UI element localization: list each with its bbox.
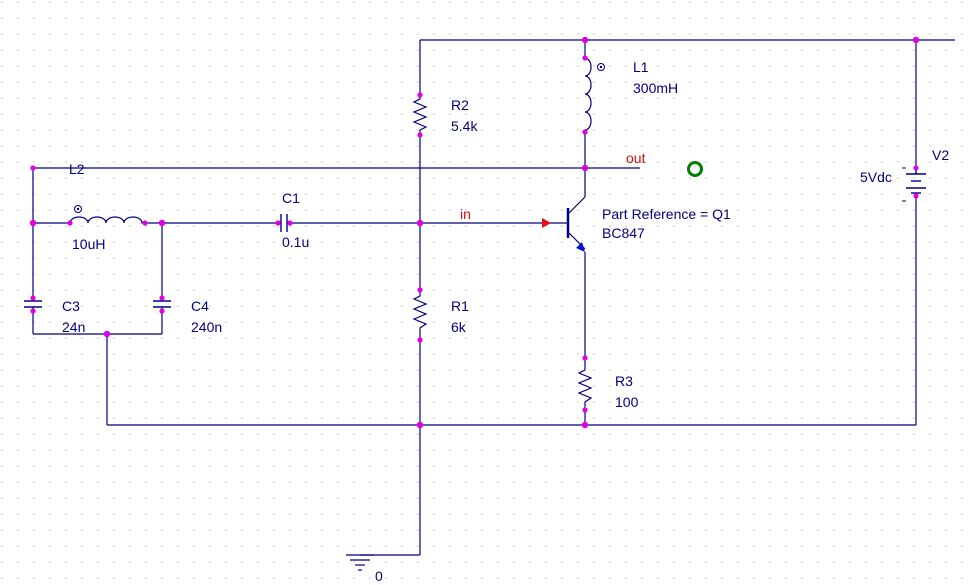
base-pin-arrow-icon [542, 218, 551, 228]
ground-symbol[interactable] [346, 554, 374, 571]
r1-value-label: 6k [451, 319, 467, 335]
l1-value-label: 300mH [633, 80, 678, 96]
q1-part-reference-label: Part Reference = Q1 [602, 206, 731, 222]
net-label-out: out [626, 150, 646, 166]
junction-node [581, 36, 589, 44]
l1-ref-label: L1 [633, 59, 649, 75]
junction-node [30, 165, 36, 171]
junction-node [67, 220, 73, 226]
l2-value-label: 10uH [72, 236, 105, 252]
c4-value-label: 240n [191, 319, 222, 335]
resistor-r3-symbol[interactable] [577, 358, 593, 410]
junction-node [275, 220, 281, 226]
junction-node [416, 219, 424, 227]
junction-node [582, 129, 588, 135]
junction-node [142, 220, 148, 226]
resistor-r1-symbol[interactable] [412, 290, 428, 340]
junction-node [287, 220, 293, 226]
inductor-l2-symbol[interactable] [69, 216, 145, 224]
transistor-q1-symbol[interactable] [542, 195, 586, 252]
junction-nodes [29, 36, 920, 429]
junction-node [30, 308, 36, 314]
c3-value-label: 24n [62, 319, 85, 335]
c3-ref-label: C3 [62, 298, 80, 314]
junction-node [912, 36, 920, 44]
r3-ref-label: R3 [615, 373, 633, 389]
junction-node [103, 330, 111, 338]
q1-model-label: BC847 [602, 225, 645, 241]
r3-value-label: 100 [615, 394, 639, 410]
voltage-probe-icon[interactable] [687, 161, 703, 177]
resistor-r2-symbol[interactable] [412, 95, 428, 135]
c1-value-label: 0.1u [282, 234, 309, 250]
emitter-arrow-icon [576, 242, 585, 252]
c4-ref-label: C4 [191, 298, 209, 314]
v2-value-label: 5Vdc [860, 169, 892, 185]
junction-node [159, 295, 165, 301]
junction-node [30, 295, 36, 301]
inductor-dot-markers [74, 63, 605, 213]
c1-ref-label: C1 [282, 190, 300, 206]
junction-node [417, 132, 423, 138]
junction-node [159, 308, 165, 314]
r1-ref-label: R1 [451, 298, 469, 314]
r2-ref-label: R2 [451, 97, 469, 113]
net-label-in: in [460, 206, 471, 222]
junction-node [581, 421, 589, 429]
v2-ref-label: V2 [932, 147, 949, 163]
junction-node [913, 165, 919, 171]
junction-node [158, 219, 166, 227]
r2-value-label: 5.4k [451, 118, 478, 134]
junction-node [29, 219, 37, 227]
junction-node [416, 421, 424, 429]
junction-node [417, 337, 423, 343]
l2-ref-label: L2 [69, 161, 85, 177]
junction-node [417, 287, 423, 293]
junction-node [582, 355, 588, 361]
inductor-l1-symbol[interactable] [584, 57, 592, 132]
junction-node [581, 164, 589, 172]
junction-node [582, 55, 588, 61]
junction-node [582, 407, 588, 413]
junction-node [913, 193, 919, 199]
ground-net-label: 0 [375, 568, 383, 584]
junction-node [417, 92, 423, 98]
